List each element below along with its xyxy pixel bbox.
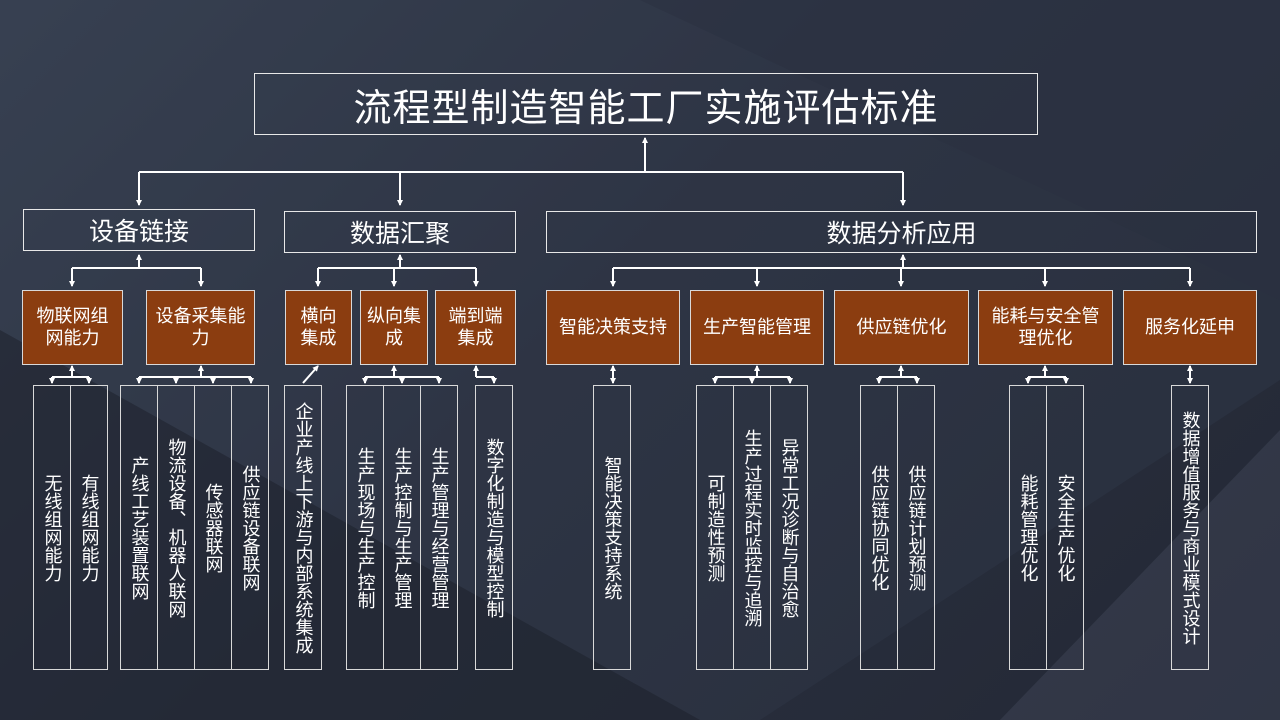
level1-data-analysis-application: 数据分析应用: [546, 211, 1257, 253]
leaf-item: 有线组网能力: [70, 385, 108, 670]
leaf-item: 供应链计划预测: [897, 385, 935, 670]
category-decision-support: 智能决策支持: [546, 290, 680, 365]
level1-data-aggregation: 数据汇聚: [284, 211, 516, 253]
category-end-to-end-integration: 端到端集成: [435, 290, 516, 365]
leaf-item: 供应链设备联网: [231, 385, 269, 670]
leaf-item: 能耗管理优化: [1009, 385, 1047, 670]
leaf-item: 物流设备、机器人联网: [157, 385, 195, 670]
leaf-item: 生产管理与经营管理: [420, 385, 458, 670]
leaf-item: 无线组网能力: [33, 385, 71, 670]
leaf-item: 可制造性预测: [696, 385, 734, 670]
diagram-title: 流程型制造智能工厂实施评估标准: [254, 73, 1038, 135]
category-vertical-integration: 纵向集成: [360, 290, 428, 365]
leaf-item: 数据增值服务与商业模式设计: [1171, 385, 1209, 670]
leaf-item: 异常工况诊断与自治愈: [770, 385, 808, 670]
category-horizontal-integration: 横向集成: [285, 290, 352, 365]
leaf-item: 企业产线上下游与内部系统集成: [284, 385, 322, 670]
category-iot-networking: 物联网组网能力: [22, 290, 123, 365]
leaf-item: 传感器联网: [194, 385, 232, 670]
category-production-management: 生产智能管理: [690, 290, 824, 365]
leaf-item: 数字化制造与模型控制: [475, 385, 513, 670]
leaf-item: 生产过程实时监控与追溯: [733, 385, 771, 670]
level1-device-link: 设备链接: [23, 209, 255, 251]
leaf-item: 产线工艺装置联网: [120, 385, 158, 670]
category-supply-chain: 供应链优化: [834, 290, 969, 365]
leaf-item: 供应链协同优化: [860, 385, 898, 670]
leaf-item: 生产控制与生产管理: [383, 385, 421, 670]
leaf-item: 安全生产优化: [1046, 385, 1084, 670]
category-servitization: 服务化延申: [1123, 290, 1257, 365]
category-energy-safety: 能耗与安全管理优化: [978, 290, 1113, 365]
leaf-item: 生产现场与生产控制: [346, 385, 384, 670]
category-device-collection: 设备采集能力: [146, 290, 255, 365]
leaf-item: 智能决策支持系统: [593, 385, 631, 670]
